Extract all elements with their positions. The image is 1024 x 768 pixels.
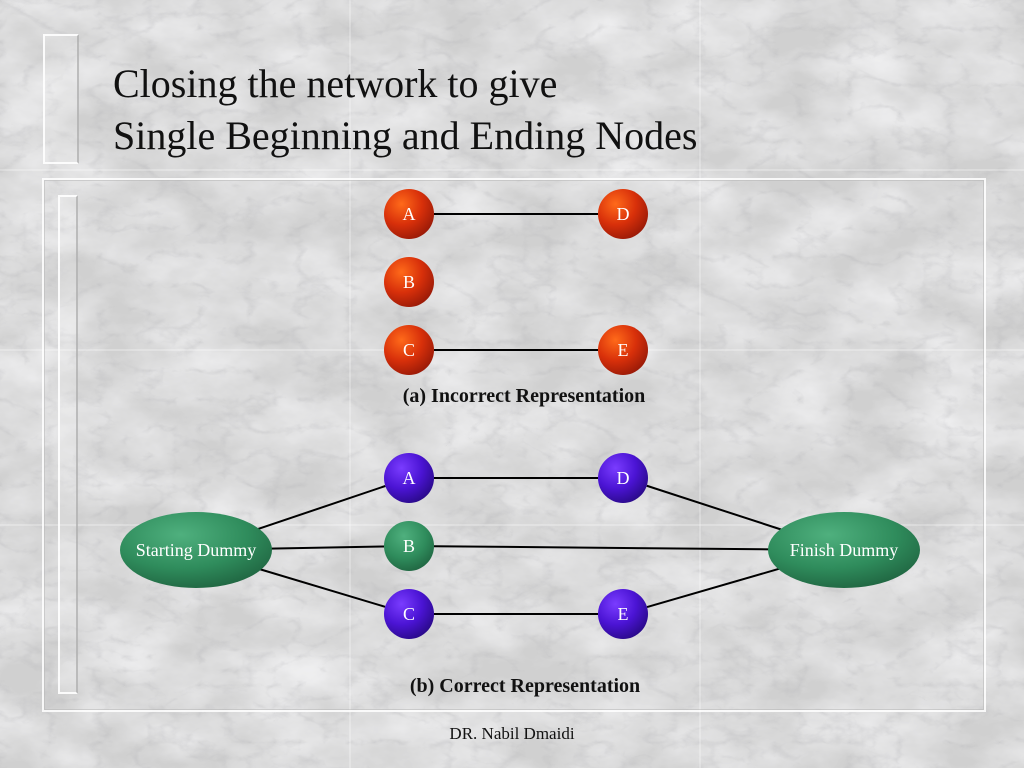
node-label-start: Starting Dummy (136, 540, 257, 560)
node-shape-d1 (598, 189, 648, 239)
node-a1: A (384, 189, 434, 239)
node-c1: C (384, 325, 434, 375)
node-label-a1: A (403, 204, 416, 224)
node-e2: E (598, 589, 648, 639)
node-label-finish: Finish Dummy (790, 540, 899, 560)
node-label-b2: B (403, 536, 415, 556)
node-b1: B (384, 257, 434, 307)
footer-author: DR. Nabil Dmaidi (449, 724, 575, 743)
title-line-1: Closing the network to give (113, 61, 558, 106)
node-d1: D (598, 189, 648, 239)
node-c2: C (384, 589, 434, 639)
node-shape-finish (768, 512, 920, 588)
content-frame (42, 178, 986, 712)
edge-b2-finish (433, 545, 771, 551)
node-b2: B (384, 521, 434, 571)
node-a2: A (384, 453, 434, 503)
node-start: Starting Dummy (120, 512, 272, 588)
node-label-e2: E (618, 604, 629, 624)
node-label-c1: C (403, 340, 415, 360)
node-label-d1: D (617, 204, 630, 224)
slide-title: Closing the network to give Single Begin… (113, 58, 697, 162)
node-shape-start (120, 512, 272, 588)
node-d2: D (598, 453, 648, 503)
node-shape-e2 (598, 589, 648, 639)
edge-e2-finish (646, 567, 781, 609)
node-shape-c1 (384, 325, 434, 375)
title-line-2: Single Beginning and Ending Nodes (113, 113, 698, 158)
nodes-layer: A D B C E A D B C E Starting Dummy Finish Dummy (120, 189, 920, 639)
caption-incorrect-representation: (a) Incorrect Representation (403, 385, 646, 407)
node-shape-b1 (384, 257, 434, 307)
node-shape-b2 (384, 521, 434, 571)
node-e1: E (598, 325, 648, 375)
node-shape-d2 (598, 453, 648, 503)
node-finish: Finish Dummy (768, 512, 920, 588)
node-label-b1: B (403, 272, 415, 292)
node-label-d2: D (617, 468, 630, 488)
edge-start-a2 (256, 485, 386, 531)
node-label-a2: A (403, 468, 416, 488)
edge-start-c2 (258, 568, 386, 608)
decorative-side-bar (58, 195, 78, 694)
node-shape-e1 (598, 325, 648, 375)
node-shape-c2 (384, 589, 434, 639)
node-shape-a2 (384, 453, 434, 503)
node-label-c2: C (403, 604, 415, 624)
edge-d2-finish (646, 484, 783, 531)
caption-correct-representation: (b) Correct Representation (410, 675, 640, 697)
decorative-title-bar (43, 34, 79, 164)
edges-layer (256, 213, 783, 615)
edge-start-b2 (269, 545, 385, 550)
node-label-e1: E (618, 340, 629, 360)
node-shape-a1 (384, 189, 434, 239)
